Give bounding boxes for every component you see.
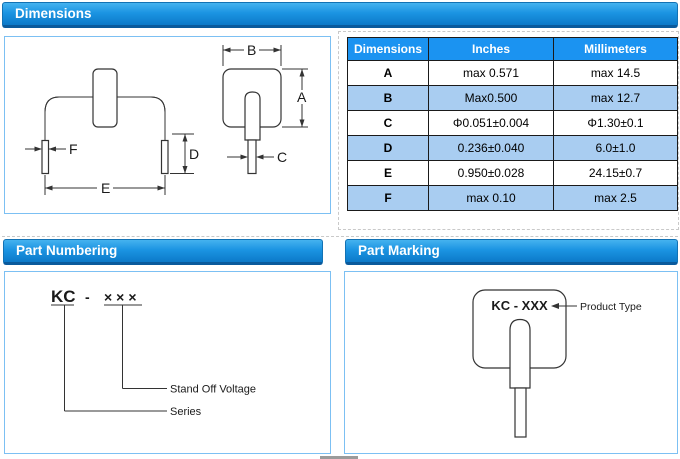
table-row: A max 0.571 max 14.5	[347, 60, 678, 86]
dimension-E: E	[44, 175, 166, 196]
table-row: E 0.950±0.028 24.15±0.7	[347, 160, 678, 186]
section-header-dimensions: Dimensions	[2, 2, 678, 28]
part-marking-diagram: KC - XXX Product Type	[472, 289, 642, 438]
cell-inches: max 0.571	[428, 60, 554, 86]
dimension-D: D	[170, 133, 200, 174]
section-header-part-numbering: Part Numbering	[3, 239, 323, 265]
cell-mm: Φ1.30±0.1	[553, 110, 678, 136]
cell-mm: max 12.7	[553, 85, 678, 111]
dim-label-D: D	[189, 146, 199, 162]
cell-mm: 6.0±1.0	[553, 135, 678, 161]
component-body-front	[92, 68, 118, 128]
dimensions-table-container	[338, 31, 679, 230]
table-row: D 0.236±0.040 6.0±1.0	[347, 135, 678, 161]
part-marking-box: KC - XXX Product Type	[344, 271, 678, 454]
section-title: Part Numbering	[16, 243, 118, 258]
section-title: Part Marking	[358, 243, 440, 258]
table-row: C Φ0.051±0.004 Φ1.30±0.1	[347, 110, 678, 136]
cell-inches: max 0.10	[428, 185, 554, 211]
dim-label-A: A	[297, 89, 307, 105]
dimensions-drawing-box: F D	[4, 36, 331, 214]
cell-inches: 0.236±0.040	[428, 135, 554, 161]
section-header-part-marking: Part Marking	[345, 239, 678, 265]
part-number-suffix: ×××	[104, 289, 141, 305]
cell-dim: E	[347, 160, 429, 186]
dim-label-C: C	[277, 149, 287, 165]
component-dimension-drawing: F D	[25, 42, 309, 196]
cell-mm: 24.15±0.7	[553, 160, 678, 186]
table-row: F max 0.10 max 2.5	[347, 185, 678, 211]
table-row: B Max0.500 max 12.7	[347, 85, 678, 111]
series-label: Series	[170, 406, 202, 418]
cell-dim: A	[347, 60, 429, 86]
part-numbering-diagram: KC - ××× Series Stand Off Voltage	[51, 287, 256, 418]
section-title: Dimensions	[15, 6, 92, 21]
section-divider	[2, 236, 678, 237]
stand-off-voltage-label: Stand Off Voltage	[170, 384, 256, 396]
col-header-inches: Inches	[428, 37, 554, 61]
cell-mm: max 14.5	[553, 60, 678, 86]
dim-label-E: E	[101, 180, 110, 196]
side-view-drawing: B A C	[222, 42, 309, 175]
cell-dim: D	[347, 135, 429, 161]
cell-dim: B	[347, 85, 429, 111]
part-numbering-box: KC - ××× Series Stand Off Voltage	[4, 271, 331, 454]
part-number-prefix: KC	[51, 287, 76, 306]
cell-inches: Max0.500	[428, 85, 554, 111]
scrollbar-thumb[interactable]	[320, 456, 358, 459]
col-header-millimeters: Millimeters	[553, 37, 678, 61]
dimension-B: B	[222, 42, 282, 66]
cell-dim: C	[347, 110, 429, 136]
dimension-C: C	[227, 149, 287, 165]
stand-off-voltage-callout: Stand Off Voltage	[122, 305, 256, 396]
dim-label-B: B	[247, 42, 256, 58]
col-header-dimensions: Dimensions	[347, 37, 429, 61]
product-type-callout: Product Type	[551, 301, 642, 313]
cell-inches: 0.950±0.028	[428, 160, 554, 186]
series-callout: Series	[64, 305, 202, 418]
cell-inches: Φ0.051±0.004	[428, 110, 554, 136]
dimension-A: A	[282, 68, 309, 128]
table-header-row: Dimensions Inches Millimeters	[347, 37, 678, 61]
cell-dim: F	[347, 185, 429, 211]
marking-code: KC - XXX	[491, 298, 548, 313]
part-number-dash: -	[85, 289, 90, 305]
front-view-drawing: F D	[25, 68, 200, 196]
dimensions-table: Dimensions Inches Millimeters A max 0.57…	[347, 37, 678, 211]
dim-label-F: F	[69, 141, 78, 157]
dimension-F: F	[25, 141, 78, 157]
cell-mm: max 2.5	[553, 185, 678, 211]
product-type-label: Product Type	[580, 301, 642, 313]
